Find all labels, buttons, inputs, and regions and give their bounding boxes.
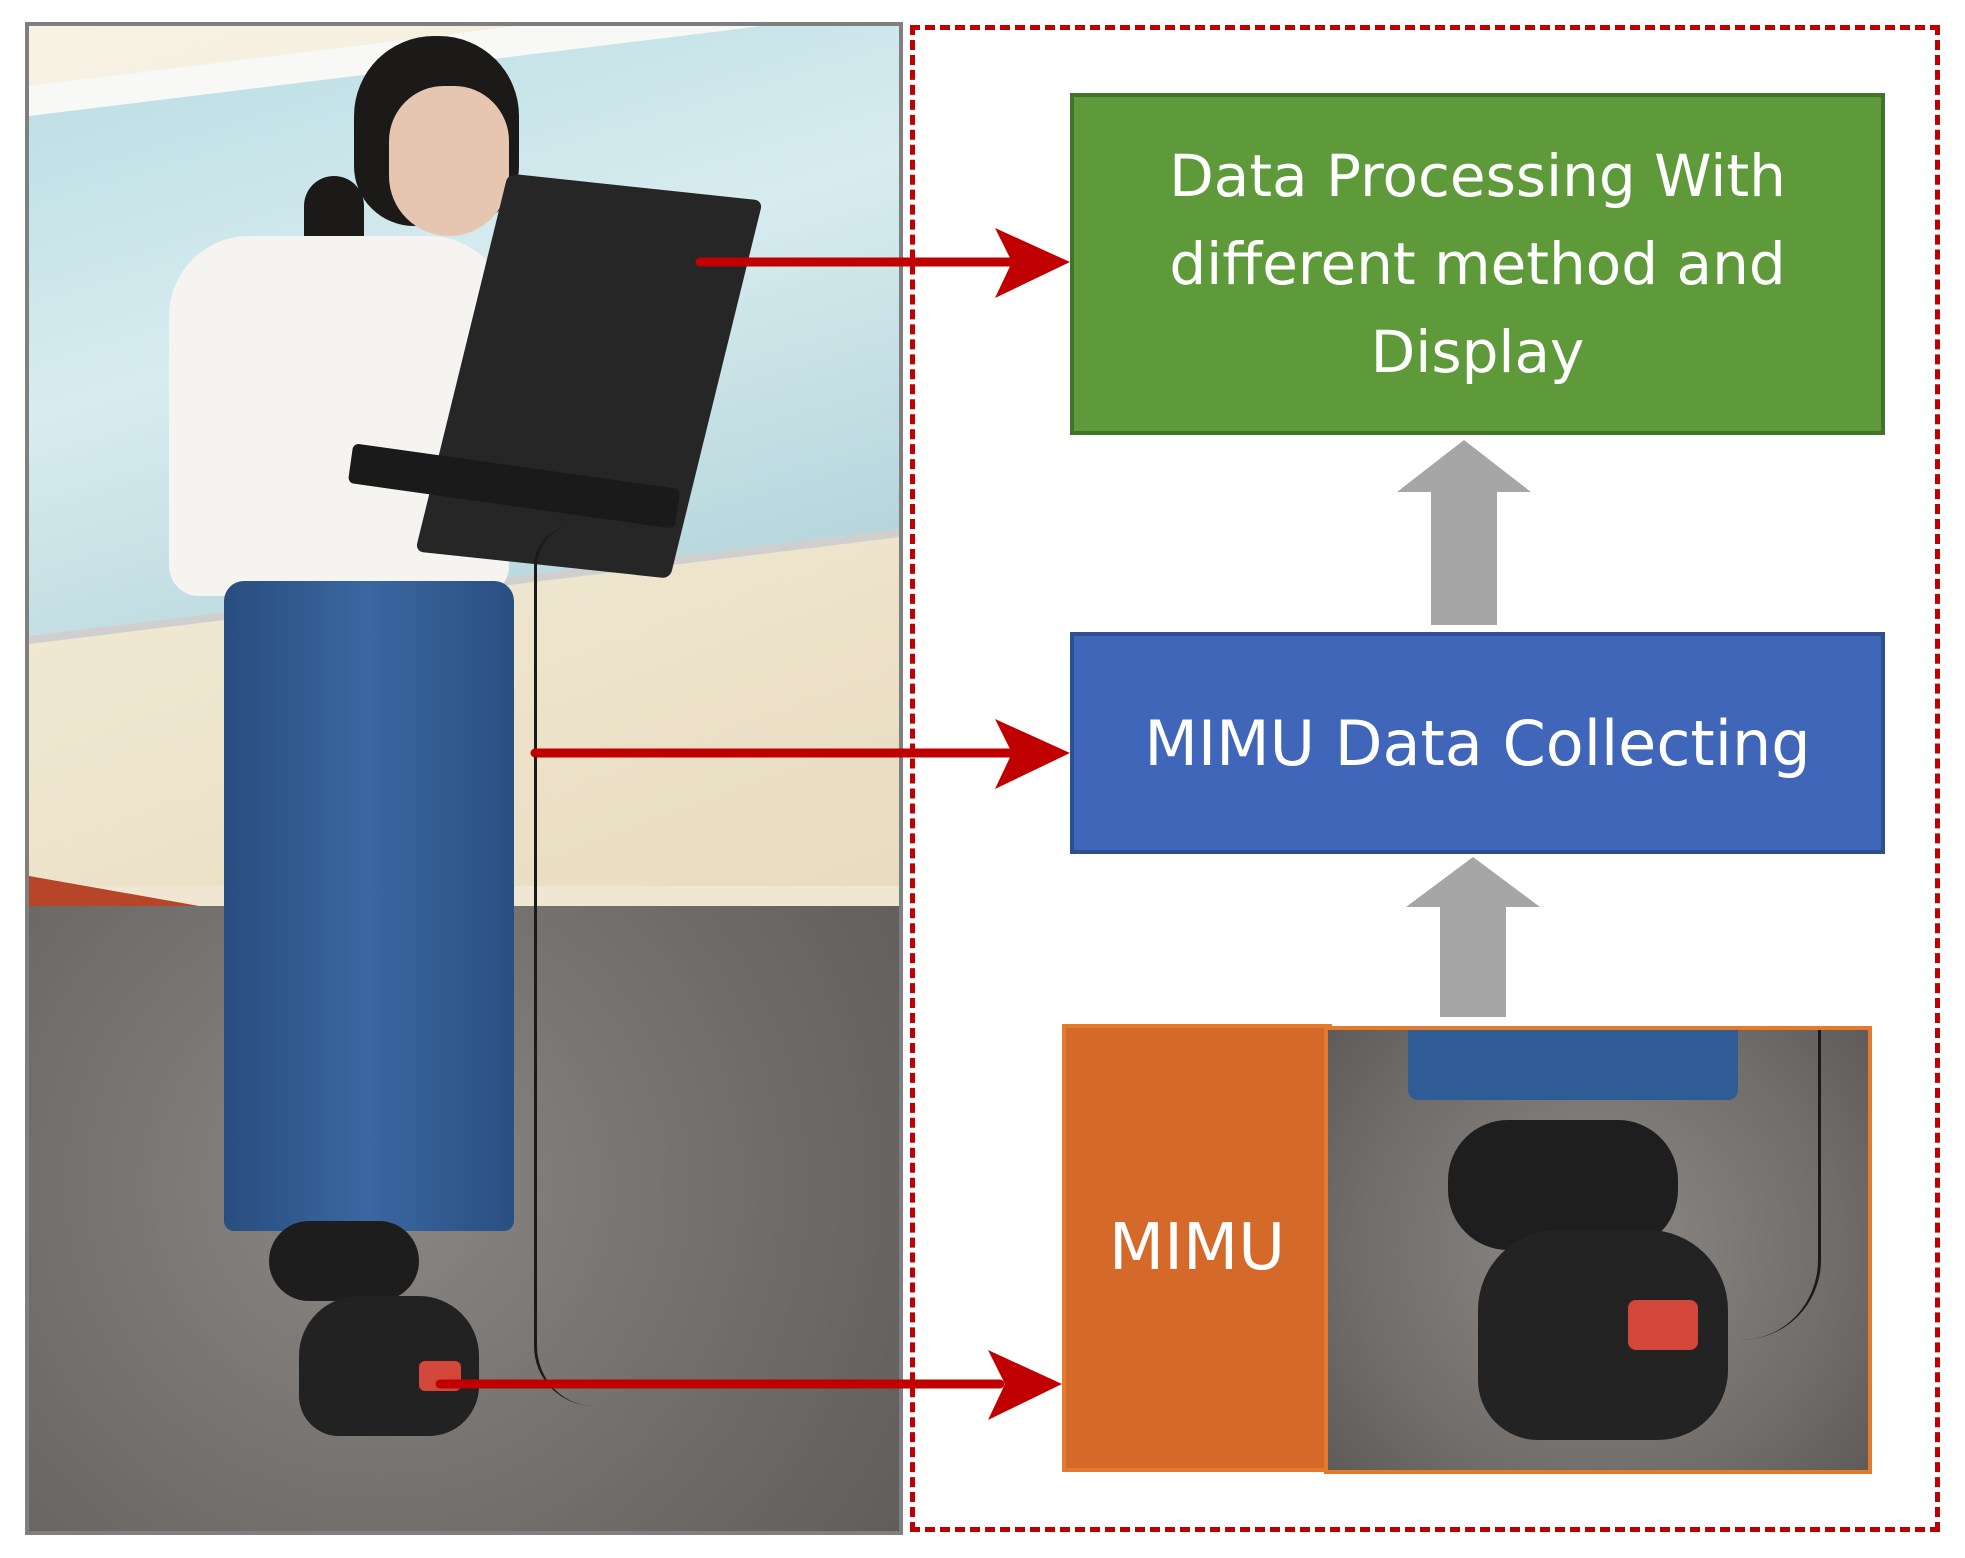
flow-arrow-up-bottom <box>1406 857 1540 1017</box>
face <box>389 86 509 236</box>
pointer-arrow-sensor <box>435 1350 1062 1420</box>
pointer-arrow-laptop <box>695 228 1070 298</box>
collecting-box: MIMU Data Collecting <box>1070 632 1885 854</box>
workflow-panel <box>910 25 1940 1532</box>
pointer-arrow-cable <box>530 719 1070 789</box>
sensor-cable <box>534 526 597 1406</box>
processing-box: Data Processing With different method an… <box>1070 93 1885 435</box>
closeup-pants <box>1408 1030 1738 1100</box>
processing-label: Data Processing With different method an… <box>1169 142 1786 386</box>
shoe-left <box>269 1221 419 1301</box>
collecting-label: MIMU Data Collecting <box>1144 706 1811 780</box>
flow-arrow-up-top <box>1397 440 1531 625</box>
pants <box>224 581 514 1231</box>
closeup-cable <box>1698 1030 1821 1340</box>
experiment-photo <box>25 22 903 1535</box>
mimu-label: MIMU <box>1108 1211 1286 1285</box>
mimu-closeup-photo <box>1324 1026 1872 1474</box>
closeup-shoe-back <box>1448 1120 1678 1250</box>
closeup-sensor-icon <box>1628 1300 1698 1350</box>
